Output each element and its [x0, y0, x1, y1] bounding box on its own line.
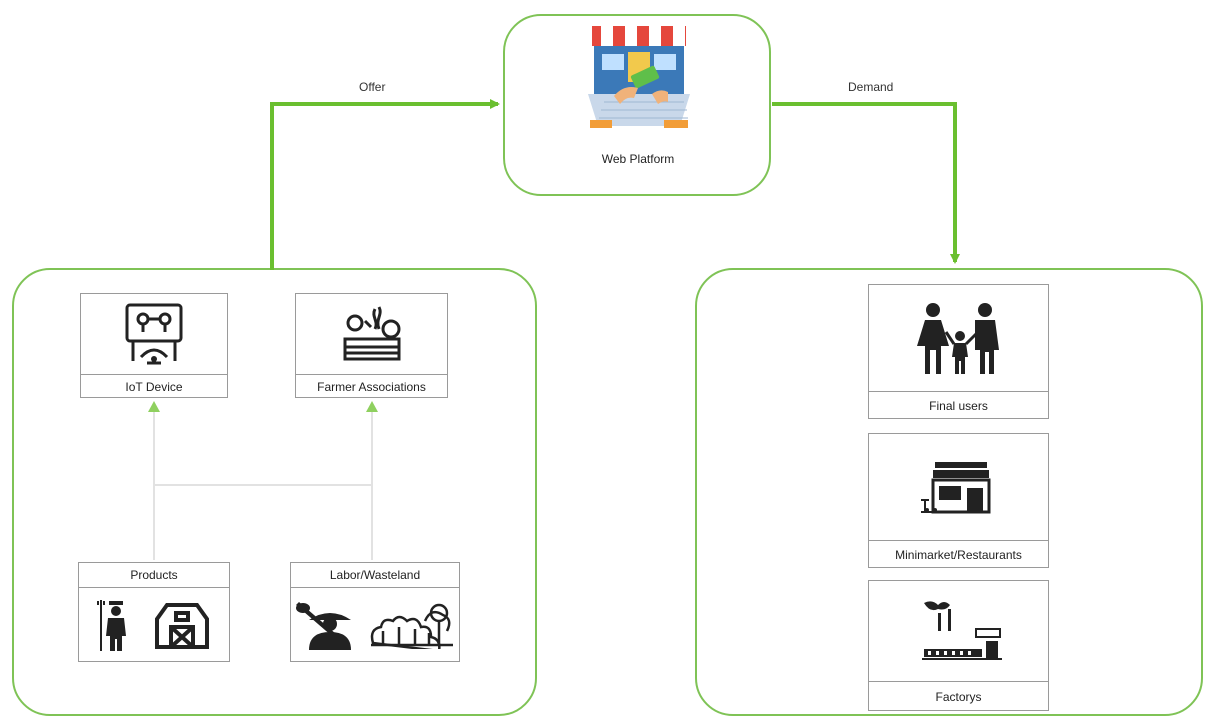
shop-icon — [920, 462, 990, 514]
iot-device-icon — [125, 303, 183, 365]
family-icon — [916, 303, 999, 374]
minimarket-card[interactable]: Minimarket/Restaurants — [868, 433, 1049, 568]
products-card[interactable]: Products — [78, 562, 230, 662]
labor-wasteland-card[interactable]: Labor/Wasteland — [290, 562, 460, 662]
iot-arrow-head — [148, 401, 160, 412]
web-platform-node[interactable] — [584, 22, 694, 137]
final-users-label: Final users — [869, 391, 1048, 419]
factories-label: Factorys — [869, 681, 1048, 711]
factories-card[interactable]: Factorys — [868, 580, 1049, 711]
demand-label: Demand — [848, 80, 894, 94]
farmer-associations-label: Farmer Associations — [296, 374, 447, 398]
farmer-icon — [97, 600, 126, 651]
iot-device-label: IoT Device — [81, 374, 227, 398]
demand-arrow — [772, 102, 960, 264]
storefront-icon — [588, 26, 690, 128]
farmer-associations-card[interactable]: Farmer Associations — [295, 293, 448, 398]
internal-connectors — [153, 412, 373, 560]
factory-icon — [921, 601, 1002, 660]
offer-label: Offer — [359, 80, 386, 94]
products-label: Products — [79, 563, 229, 588]
labor-wasteland-label: Labor/Wasteland — [291, 563, 459, 588]
iot-device-card[interactable]: IoT Device — [80, 293, 228, 398]
worker-icon — [296, 602, 351, 650]
wasteland-icon — [370, 603, 453, 649]
farmer-associations-icon — [343, 306, 400, 361]
minimarket-label: Minimarket/Restaurants — [869, 540, 1048, 568]
offer-arrow — [270, 99, 500, 270]
associations-arrow-head — [366, 401, 378, 412]
web-platform-label: Web Platform — [601, 152, 675, 166]
barn-icon — [155, 603, 209, 649]
final-users-card[interactable]: Final users — [868, 284, 1049, 419]
